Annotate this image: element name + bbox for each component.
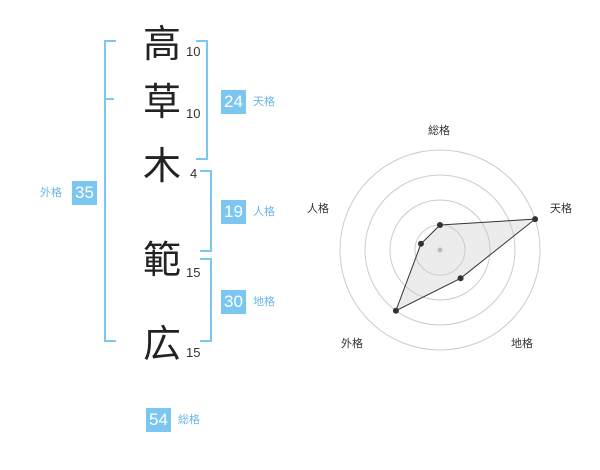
radar-axis-label-chikaku: 地格 xyxy=(511,337,533,350)
radar-point-1 xyxy=(437,222,443,228)
stroke-count-3: 4 xyxy=(190,166,198,181)
stroke-count-2: 10 xyxy=(186,106,201,121)
radar-axis-label-tenkaku: 天格 xyxy=(550,202,572,215)
gaikaku-bracket-tick xyxy=(104,98,114,100)
gaikaku-bracket xyxy=(104,40,116,342)
name-char-4: 範 xyxy=(142,238,181,282)
tenkaku-bracket xyxy=(196,40,208,160)
radar-chart xyxy=(339,149,541,351)
tenkaku-value: 24 xyxy=(221,90,246,114)
jinkaku-label: 人格 xyxy=(253,205,275,218)
radar-axis-label-soukaku: 総格 xyxy=(428,124,450,137)
chikaku-bracket xyxy=(200,258,212,342)
gaikaku-label: 外格 xyxy=(40,186,62,199)
stroke-count-1: 10 xyxy=(186,44,201,59)
gaikaku-value: 35 xyxy=(72,181,97,205)
radar-axis-label-jinkaku: 人格 xyxy=(307,202,329,215)
name-char-5: 広 xyxy=(142,322,181,366)
radar-point-2 xyxy=(532,216,539,223)
jinkaku-bracket xyxy=(200,170,212,252)
soukaku-label: 総格 xyxy=(178,413,200,426)
radar-series-polygon xyxy=(394,218,537,312)
soukaku-value: 54 xyxy=(146,408,171,432)
radar-point-3 xyxy=(457,275,464,282)
tenkaku-label: 天格 xyxy=(253,95,275,108)
radar-ring-2 xyxy=(389,199,491,301)
stroke-count-5: 15 xyxy=(186,345,201,360)
name-char-2: 草 xyxy=(142,80,181,124)
jinkaku-value: 19 xyxy=(221,200,246,224)
radar-axis-label-gaikaku: 外格 xyxy=(341,337,363,350)
radar-center-dot xyxy=(437,247,443,253)
chikaku-value: 30 xyxy=(221,290,246,314)
radar-ring-4 xyxy=(339,149,541,351)
stroke-count-4: 15 xyxy=(186,265,201,280)
name-char-3: 木 xyxy=(142,144,181,188)
radar-point-5 xyxy=(418,240,424,247)
radar-ring-3 xyxy=(364,174,516,326)
chikaku-label: 地格 xyxy=(253,295,275,308)
radar-point-4 xyxy=(392,307,399,314)
name-char-1: 高 xyxy=(142,22,181,66)
